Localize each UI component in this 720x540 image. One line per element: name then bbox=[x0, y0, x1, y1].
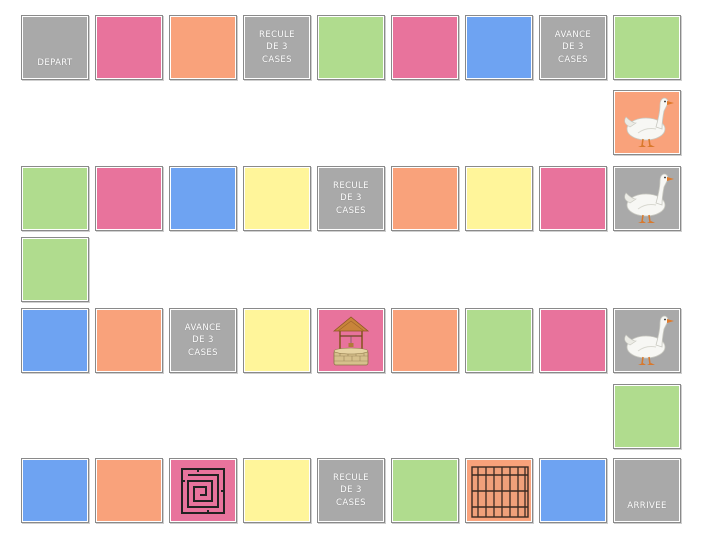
board-square bbox=[95, 458, 163, 523]
goose-icon bbox=[623, 172, 675, 224]
board-square bbox=[21, 237, 89, 302]
board-square bbox=[95, 166, 163, 231]
board-square bbox=[613, 308, 681, 373]
board-square bbox=[21, 308, 89, 373]
board-square bbox=[391, 458, 459, 523]
square-label: AVANCE DE 3 CASES bbox=[184, 322, 222, 358]
square-label: RECULE DE 3 CASES bbox=[333, 180, 369, 216]
square-label: DEPART bbox=[37, 57, 73, 68]
board-square bbox=[465, 308, 533, 373]
board-square bbox=[243, 166, 311, 231]
board-square bbox=[539, 308, 607, 373]
board-square: DEPART bbox=[21, 15, 89, 80]
goose-icon bbox=[623, 314, 675, 366]
goose-icon bbox=[623, 96, 675, 148]
square-label: ARRIVEE bbox=[627, 500, 667, 511]
square-label: RECULE DE 3 CASES bbox=[259, 29, 295, 65]
well-icon bbox=[333, 315, 369, 366]
board-square: AVANCE DE 3 CASES bbox=[539, 15, 607, 80]
board-square bbox=[243, 458, 311, 523]
maze-icon bbox=[181, 467, 225, 514]
board-square bbox=[243, 308, 311, 373]
board-square bbox=[169, 458, 237, 523]
square-label: AVANCE DE 3 CASES bbox=[554, 29, 592, 65]
prison-icon bbox=[471, 465, 529, 518]
board-square: ARRIVEE bbox=[613, 458, 681, 523]
board-square bbox=[613, 15, 681, 80]
board-square bbox=[391, 166, 459, 231]
board-square bbox=[317, 308, 385, 373]
board-square bbox=[95, 308, 163, 373]
board-square: RECULE DE 3 CASES bbox=[317, 458, 385, 523]
board-square bbox=[539, 166, 607, 231]
board-square bbox=[317, 15, 385, 80]
board-square bbox=[169, 15, 237, 80]
board-square bbox=[391, 308, 459, 373]
board-square: RECULE DE 3 CASES bbox=[243, 15, 311, 80]
square-label: RECULE DE 3 CASES bbox=[333, 472, 369, 508]
board-square bbox=[169, 166, 237, 231]
board-square bbox=[613, 384, 681, 449]
board-square bbox=[465, 166, 533, 231]
board-square bbox=[95, 15, 163, 80]
board-square bbox=[465, 15, 533, 80]
board-square bbox=[21, 166, 89, 231]
board-square bbox=[21, 458, 89, 523]
board-square bbox=[539, 458, 607, 523]
board-square bbox=[391, 15, 459, 80]
board-square bbox=[613, 90, 681, 155]
board-square: AVANCE DE 3 CASES bbox=[169, 308, 237, 373]
board-square bbox=[465, 458, 533, 523]
board-square: RECULE DE 3 CASES bbox=[317, 166, 385, 231]
board-square bbox=[613, 166, 681, 231]
